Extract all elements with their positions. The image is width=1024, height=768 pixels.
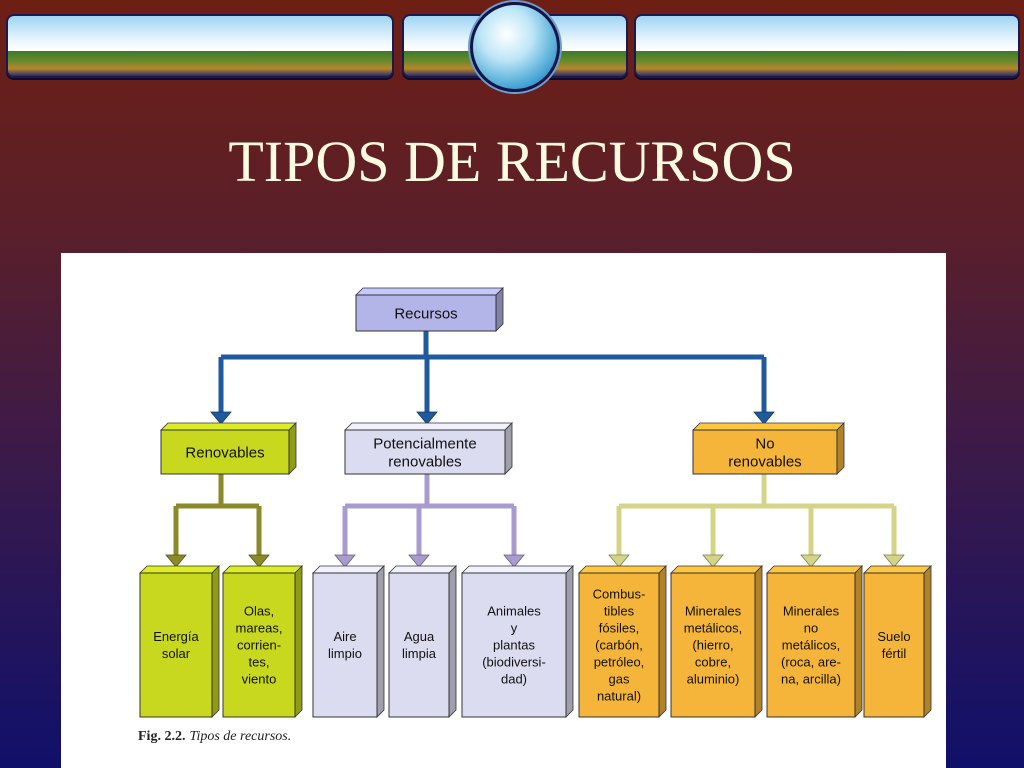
root-box — [355, 287, 504, 332]
slide-title: TIPOS DE RECURSOS — [228, 129, 796, 194]
arrow-to-leaf — [165, 554, 187, 568]
box-label-line: fósiles, — [599, 621, 639, 636]
box-label-line: na, arcilla) — [781, 672, 841, 687]
box-label-line: natural) — [597, 689, 641, 704]
arrow-to-leaf — [503, 554, 525, 568]
leaf-box-no-renovables-0 — [578, 565, 667, 718]
arrow-to-leaf — [248, 554, 270, 568]
arrow-to-leaf — [408, 554, 430, 568]
box-label-line: solar — [162, 646, 191, 661]
box-label-line: limpio — [328, 646, 362, 661]
arrow-root-to-category — [210, 411, 232, 425]
category-box-potenciales — [344, 422, 513, 475]
leaf-label-no-renovables-3: Suelo fértil — [877, 629, 910, 661]
arrow-to-leaf — [608, 554, 630, 568]
box-label-line: cobre, — [695, 655, 731, 670]
box-label-line: Minerales — [783, 604, 840, 619]
leaf-box-no-renovables-3 — [863, 565, 932, 718]
arrow-to-leaf — [800, 554, 822, 568]
box-label-line: (biodiversi- — [482, 655, 546, 670]
leaf-box-renovables-0 — [139, 565, 220, 718]
leaf-box-renovables-1 — [222, 565, 303, 718]
box-label-line: renovables — [728, 453, 801, 470]
box-label-line: viento — [242, 672, 277, 687]
category-box-renovables — [160, 422, 297, 475]
category-label-renovables: Renovables — [185, 444, 264, 461]
box-label-line: metálicos, — [782, 638, 841, 653]
leaf-label-potenciales-0: Aire limpio — [328, 629, 362, 661]
category-box-no-renovables — [692, 422, 845, 475]
box-label-line: fértil — [882, 646, 907, 661]
leaf-box-potenciales-0 — [312, 565, 385, 718]
globe-icon — [470, 2, 560, 92]
banner-landscape-right — [634, 14, 1020, 78]
box-label-line: metálicos, — [684, 621, 743, 636]
arrow-to-leaf — [702, 554, 724, 568]
leaf-label-potenciales-2: Animales y plantas (biodiversi-dad) — [482, 604, 546, 687]
box-label-line: tibles — [604, 604, 635, 619]
box-label-line: petróleo, — [594, 655, 645, 670]
banner-landscape-left — [6, 14, 394, 78]
caption-label: Fig. 2.2. — [138, 729, 186, 744]
box-label-line: Combus- — [593, 587, 646, 602]
box-label-line: no — [804, 621, 818, 636]
box-label-line: renovables — [388, 453, 461, 470]
leaf-box-no-renovables-2 — [766, 565, 863, 718]
leaf-box-no-renovables-1 — [670, 565, 763, 718]
box-label-line: No — [755, 435, 774, 452]
box-label-line: Olas, — [244, 604, 274, 619]
box-label-line: (roca, are- — [781, 655, 841, 670]
leaf-label-no-renovables-2: Minerales no metálicos, (roca, are-na, arci… — [781, 604, 841, 687]
figure-caption: Fig. 2.2.Tipos de recursos. — [138, 729, 291, 745]
box-label-line: y — [511, 621, 518, 636]
leaf-box-potenciales-2 — [461, 565, 574, 718]
root-label: Recursos — [394, 305, 457, 322]
box-label-line: (hierro, — [692, 638, 733, 653]
leaf-label-potenciales-1: Agua limpia — [402, 629, 437, 661]
box-label-line: Energía — [153, 629, 199, 644]
box-label-line: Agua — [404, 629, 435, 644]
box-label-line: Minerales — [685, 604, 742, 619]
arrow-to-leaf — [883, 554, 905, 568]
box-label-line: Potencialmente — [373, 435, 476, 452]
box-label-line: dad) — [501, 672, 527, 687]
box-label-line: Renovables — [185, 444, 264, 461]
box-label-line: Aire — [333, 629, 356, 644]
box-label-line: (carbón, — [595, 638, 643, 653]
box-label-line: Animales — [487, 604, 541, 619]
box-label-line: tes, — [249, 655, 270, 670]
leaf-label-renovables-0: Energía solar — [153, 629, 199, 661]
box-label-line: gas — [609, 672, 630, 687]
leaf-label-renovables-1: Olas, mareas, corrien-tes, viento — [236, 604, 283, 687]
leaf-box-potenciales-1 — [388, 565, 457, 718]
leaf-label-no-renovables-1: Minerales metálicos, (hierro, cobre, alumini… — [684, 604, 743, 687]
box-label-line: mareas, — [236, 621, 283, 636]
arrow-to-leaf — [334, 554, 356, 568]
box-label-line: corrien- — [237, 638, 281, 653]
box-label-line: aluminio) — [687, 672, 740, 687]
leaf-label-no-renovables-0: Combus-tibles fósiles, (carbón, petróleo, ga… — [593, 587, 646, 704]
box-label-line: Suelo — [877, 629, 910, 644]
box-label-line: Recursos — [394, 305, 457, 322]
box-label-line: limpia — [402, 646, 437, 661]
box-label-line: plantas — [493, 638, 535, 653]
arrow-root-to-category — [416, 411, 438, 425]
caption-text: Tipos de recursos. — [189, 729, 292, 744]
arrow-root-to-category — [753, 411, 775, 425]
